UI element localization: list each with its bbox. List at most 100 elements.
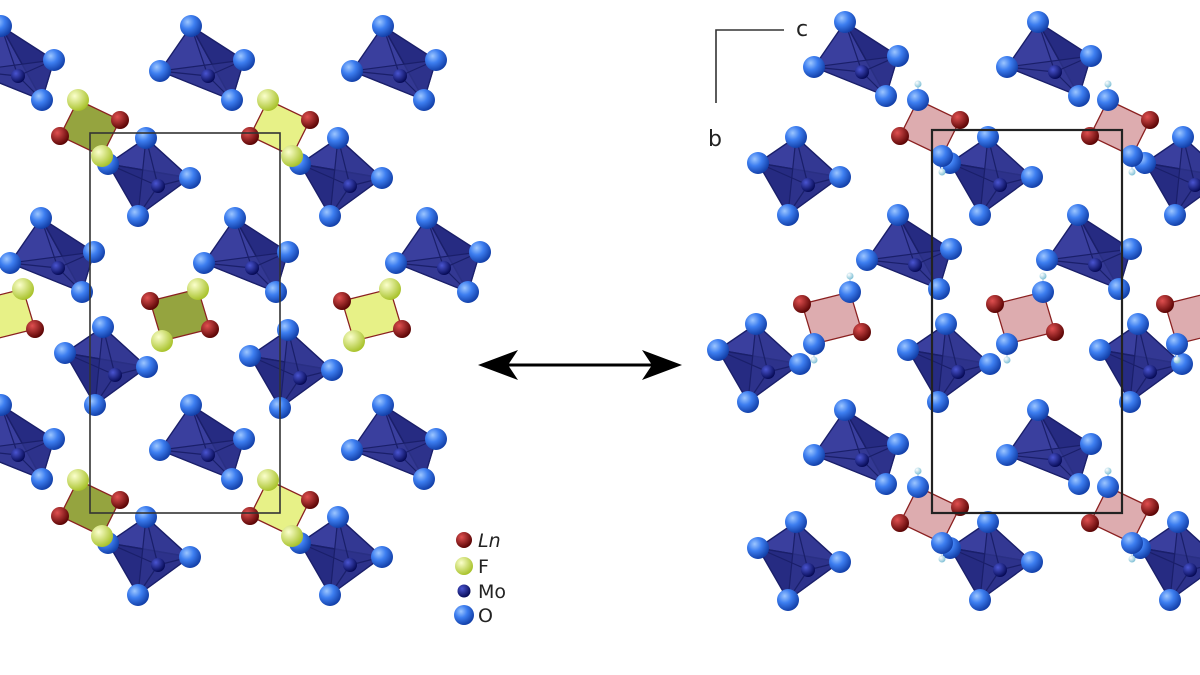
lanthanide-atom bbox=[241, 127, 259, 145]
oxygen-atom bbox=[43, 49, 65, 71]
lanthanide-atom bbox=[951, 498, 969, 516]
fluorine-atom bbox=[91, 525, 113, 547]
fluorine-atom bbox=[151, 330, 173, 352]
oxygen-atom bbox=[179, 167, 201, 189]
molybdenum-atom bbox=[1183, 563, 1197, 577]
lanthanide-atom bbox=[793, 295, 811, 313]
molybdenum-atom bbox=[1048, 453, 1062, 467]
molybdenum-atom bbox=[1188, 178, 1200, 192]
molybdenum-atom bbox=[1143, 365, 1157, 379]
oxygen-atom bbox=[233, 49, 255, 71]
molybdenum-atom bbox=[1048, 65, 1062, 79]
molybdenum-atom bbox=[108, 368, 122, 382]
lanthanide-atom bbox=[301, 491, 319, 509]
oxygen-atom bbox=[193, 252, 215, 274]
mo-tetrahedron-icon bbox=[193, 207, 299, 303]
lanthanide-atom bbox=[1081, 127, 1099, 145]
lanthanide-atom bbox=[1156, 295, 1174, 313]
fluorine-atom bbox=[91, 145, 113, 167]
oxygen-atom bbox=[979, 353, 1001, 375]
lanthanide-atom bbox=[111, 491, 129, 509]
ln-square-icon bbox=[141, 278, 219, 352]
mo-tetrahedron-icon bbox=[747, 511, 851, 611]
oxygen-atom bbox=[875, 473, 897, 495]
oxygen-atom bbox=[135, 506, 157, 528]
oxygen-atom bbox=[385, 252, 407, 274]
oxygen-atom bbox=[875, 85, 897, 107]
mo-tetrahedron-icon bbox=[1036, 204, 1142, 300]
molybdenum-atom bbox=[201, 448, 215, 462]
oxygen-atom bbox=[0, 394, 12, 416]
mo-tetrahedron-icon bbox=[149, 394, 255, 490]
hydrogen-atom bbox=[1128, 168, 1136, 176]
mo-tetrahedron-icon bbox=[939, 511, 1043, 611]
oxygen-atom bbox=[927, 391, 949, 413]
oxygen-atom bbox=[1167, 511, 1189, 533]
oxygen-atom bbox=[803, 444, 825, 466]
hydrogen-atom bbox=[1003, 356, 1011, 364]
hydrogen-atom bbox=[1104, 80, 1112, 88]
oxygen-atom bbox=[425, 428, 447, 450]
oxygen-atom bbox=[372, 394, 394, 416]
ln-square-icon bbox=[333, 278, 411, 352]
oxygen-atom bbox=[996, 333, 1018, 355]
ln-square-icon bbox=[0, 278, 44, 339]
oxygen-atom bbox=[416, 207, 438, 229]
hydrogen-atom bbox=[810, 356, 818, 364]
legend-label-o: O bbox=[478, 605, 493, 627]
oxygen-atom bbox=[319, 205, 341, 227]
mo-tetrahedron-icon bbox=[97, 127, 201, 227]
fluorine-atom bbox=[281, 145, 303, 167]
legend-o-icon bbox=[454, 605, 474, 625]
oxygen-atom bbox=[221, 89, 243, 111]
legend-label-f: F bbox=[478, 556, 489, 578]
oxygen-atom bbox=[1067, 204, 1089, 226]
molybdenum-atom bbox=[908, 258, 922, 272]
oxygen-atom bbox=[1121, 532, 1143, 554]
molybdenum-atom bbox=[993, 563, 1007, 577]
legend-mo-icon bbox=[457, 584, 471, 598]
oxygen-atom bbox=[413, 468, 435, 490]
oxygen-atom bbox=[239, 345, 261, 367]
molybdenum-atom bbox=[151, 558, 165, 572]
oxygen-atom bbox=[829, 551, 851, 573]
oxygen-atom bbox=[887, 204, 909, 226]
oxygen-atom bbox=[834, 11, 856, 33]
lanthanide-atom bbox=[951, 111, 969, 129]
oxygen-atom bbox=[1027, 399, 1049, 421]
hydrogen-atom bbox=[914, 80, 922, 88]
oxygen-atom bbox=[321, 359, 343, 381]
molybdenum-atom bbox=[761, 365, 775, 379]
oxygen-atom bbox=[931, 532, 953, 554]
ln-square-icon bbox=[241, 469, 319, 547]
mo-tetrahedron-icon bbox=[1129, 511, 1200, 611]
mo-tetrahedron-icon bbox=[996, 399, 1102, 495]
oxygen-atom bbox=[1171, 353, 1193, 375]
mo-tetrahedron-icon bbox=[97, 506, 201, 606]
molybdenum-atom bbox=[11, 448, 25, 462]
oxygen-atom bbox=[136, 356, 158, 378]
oxygen-atom bbox=[887, 433, 909, 455]
oxygen-atom bbox=[1108, 278, 1130, 300]
hydrogen-atom bbox=[914, 467, 922, 475]
oxygen-atom bbox=[789, 353, 811, 375]
molybdenum-atom bbox=[343, 179, 357, 193]
lanthanide-atom bbox=[51, 127, 69, 145]
mo-tetrahedron-icon bbox=[0, 15, 65, 111]
lanthanide-atom bbox=[1046, 323, 1064, 341]
lanthanide-atom bbox=[201, 320, 219, 338]
oxygen-atom bbox=[969, 204, 991, 226]
mo-tetrahedron-icon bbox=[341, 15, 447, 111]
oxygen-atom bbox=[1166, 333, 1188, 355]
hydrogen-atom bbox=[938, 555, 946, 563]
molybdenum-atom bbox=[855, 453, 869, 467]
mo-tetrahedron-icon bbox=[803, 399, 909, 495]
hydrogen-atom bbox=[846, 272, 854, 280]
ln-square-icon bbox=[891, 467, 969, 563]
oxygen-atom bbox=[149, 439, 171, 461]
molybdenum-atom bbox=[343, 558, 357, 572]
oxygen-atom bbox=[149, 60, 171, 82]
oxygen-atom bbox=[1036, 249, 1058, 271]
ln-square-icon bbox=[1156, 294, 1200, 364]
